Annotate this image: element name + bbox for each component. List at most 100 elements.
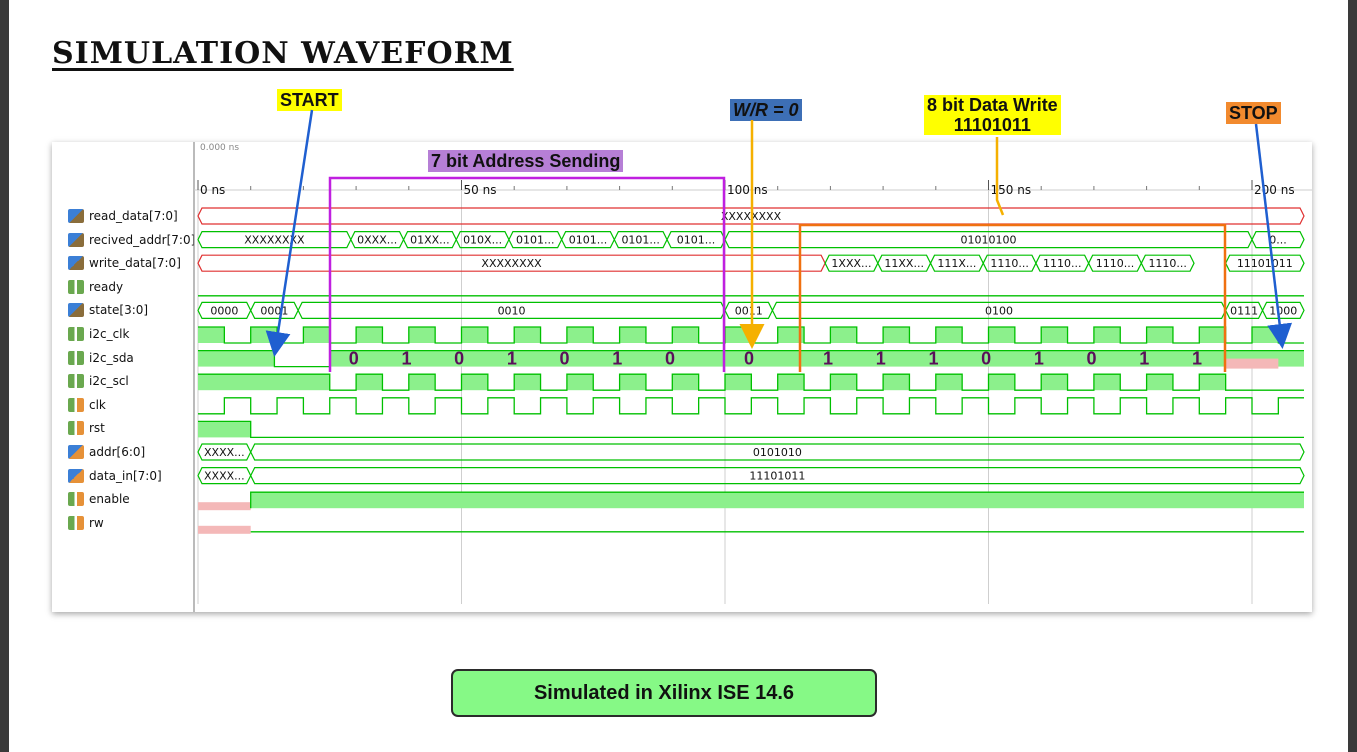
- cursor-time-label: 0.000 ns: [200, 143, 239, 153]
- high-fill: [1041, 327, 1068, 343]
- signal-row-label[interactable]: state[3:0]: [68, 299, 148, 321]
- high-fill: [461, 327, 488, 343]
- sda-bit-label: 0: [1087, 349, 1097, 369]
- signal-name: enable: [89, 492, 130, 507]
- signal-name: i2c_clk: [89, 327, 130, 341]
- bus-value: 0011: [735, 304, 763, 317]
- bus-value: 0101010: [753, 446, 802, 459]
- high-fill: [988, 374, 1015, 391]
- signal-row-label[interactable]: enable: [68, 488, 130, 510]
- high-fill: [725, 327, 752, 343]
- high-fill: [830, 327, 857, 343]
- bus-value: 1110...: [990, 257, 1028, 270]
- bus-segment: [197, 207, 1305, 225]
- bus-value: XXXXXXXX: [721, 210, 782, 223]
- sda-bit-label: 1: [507, 349, 517, 369]
- bus-value: 11101011: [749, 470, 805, 483]
- input-bit-icon: [68, 492, 84, 507]
- high-fill: [777, 327, 805, 343]
- sda-bit-label: 1: [1192, 349, 1202, 369]
- bit-icon: [68, 279, 84, 294]
- high-fill: [1199, 374, 1226, 391]
- data-write-label: 8 bit Data Write 11101011: [924, 95, 1061, 135]
- input-bit-icon: [68, 421, 84, 436]
- bus-value: 0001: [260, 304, 288, 317]
- sda-bit-label: 0: [349, 349, 359, 369]
- high-fill: [1093, 374, 1121, 391]
- bus-value: 0000: [210, 304, 238, 317]
- sda-bit-label: 1: [928, 349, 938, 369]
- bus-segment: [1224, 254, 1305, 272]
- bus-value: 0XXX...: [357, 234, 397, 247]
- signal-row-label[interactable]: addr[6:0]: [68, 441, 145, 463]
- input-bus-icon: [68, 468, 84, 483]
- high-fill: [883, 327, 910, 343]
- high-fill: [408, 374, 436, 391]
- signal-row-label[interactable]: rst: [68, 417, 105, 439]
- waveform-viewer[interactable]: read_data[7:0] recived_addr[7:0] write_dat…: [52, 142, 1312, 612]
- high-fill: [356, 374, 383, 391]
- signal-row-label[interactable]: i2c_sda: [68, 347, 134, 369]
- signal-row-label[interactable]: rw: [68, 512, 104, 534]
- signal-row-label[interactable]: i2c_scl: [68, 370, 129, 392]
- right-border: [1348, 0, 1357, 752]
- signal-row-label[interactable]: data_in[7:0]: [68, 465, 162, 487]
- high-fill: [935, 374, 963, 391]
- signal-name: i2c_sda: [89, 350, 134, 365]
- high-fill: [672, 374, 699, 391]
- high-fill: [883, 374, 910, 391]
- sda-bit-label: 0: [560, 349, 570, 369]
- footer-note: Simulated in Xilinx ISE 14.6: [451, 669, 877, 717]
- high-fill: [566, 374, 594, 391]
- timeline-tick-label: 50 ns: [464, 183, 497, 197]
- high-fill: [514, 374, 541, 391]
- address-sending-label: 7 bit Address Sending: [428, 150, 624, 172]
- high-fill: [830, 374, 857, 391]
- sda-bit-label: 1: [1139, 349, 1149, 369]
- high-fill: [1146, 374, 1173, 391]
- signal-name-column: read_data[7:0] recived_addr[7:0] write_dat…: [52, 142, 195, 612]
- high-fill: [303, 327, 330, 343]
- bus-value: 01XX...: [410, 234, 450, 247]
- signal-row-label[interactable]: ready: [68, 276, 123, 298]
- signal-row-label[interactable]: read_data[7:0]: [68, 205, 178, 227]
- high-fill: [461, 374, 488, 391]
- bus-segment: [250, 443, 1305, 461]
- signal-name: rst: [89, 421, 105, 436]
- high-fill: [1093, 327, 1121, 343]
- bus-value: 0101...: [621, 234, 659, 247]
- signal-row-label[interactable]: recived_addr[7:0]: [68, 229, 195, 251]
- sda-bit-label: 0: [665, 349, 675, 369]
- sda-bit-label: 1: [1034, 349, 1044, 369]
- signal-name: ready: [89, 279, 124, 294]
- high-fill: [1146, 327, 1173, 343]
- enable-undefined-fill: [198, 502, 251, 511]
- enable-high-fill: [250, 492, 1305, 509]
- bit-icon: [68, 374, 84, 389]
- input-bus-icon: [68, 445, 84, 459]
- bus-value: 11101011: [1237, 257, 1293, 270]
- bus-value: 1000: [1269, 304, 1297, 317]
- bus-value: 0...: [1269, 234, 1287, 247]
- signal-row-label[interactable]: clk: [68, 394, 106, 416]
- high-fill: [250, 327, 278, 343]
- input-bit-icon: [68, 397, 84, 412]
- bus-value: 11XX...: [884, 257, 924, 270]
- signal-name: rw: [89, 515, 104, 530]
- signal-row-label[interactable]: write_data[7:0]: [68, 252, 181, 274]
- high-fill: [672, 327, 699, 343]
- bus-value: 0111: [1230, 304, 1258, 317]
- high-fill: [356, 327, 383, 343]
- sda-bit-label: 1: [823, 349, 833, 369]
- high-fill: [329, 350, 1304, 367]
- signal-row-label[interactable]: i2c_clk: [68, 323, 129, 345]
- signal-name: clk: [89, 397, 106, 412]
- bit-wave: [198, 397, 1304, 415]
- signal-name: recived_addr[7:0]: [89, 232, 196, 247]
- sda-bit-label: 1: [612, 349, 622, 369]
- sda-bit-label: 0: [981, 349, 991, 369]
- bus-value: 0101...: [677, 234, 715, 247]
- stop-label: STOP: [1226, 102, 1281, 124]
- bus-value: 01010100: [961, 234, 1017, 247]
